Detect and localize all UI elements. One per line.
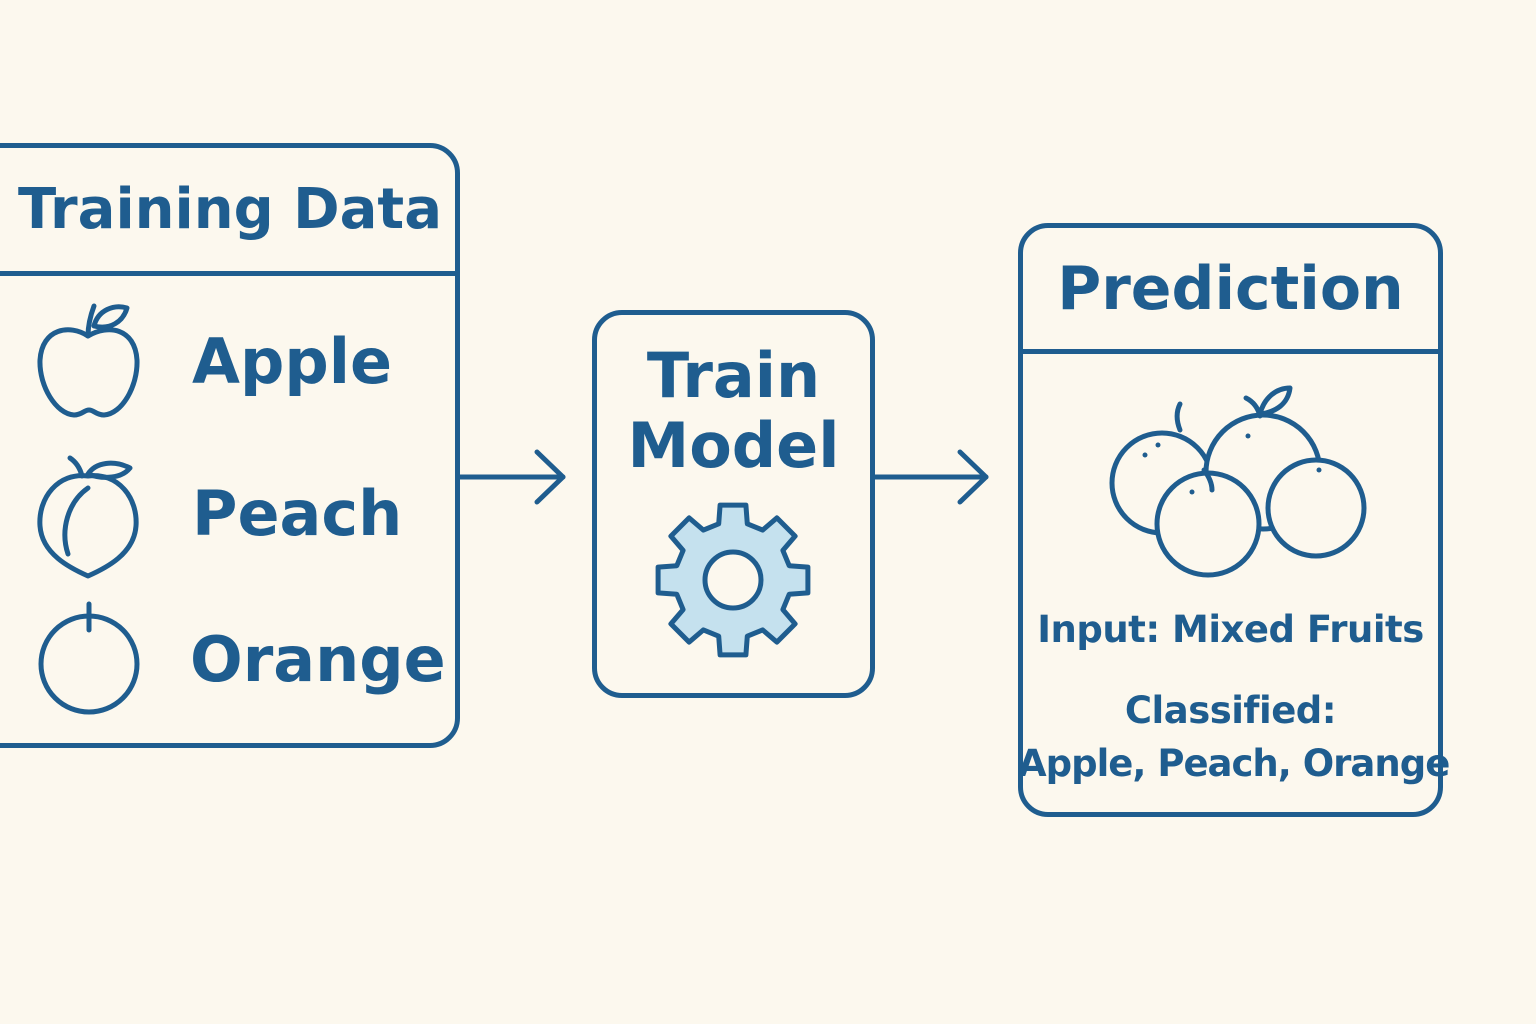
training-data-header: Training Data	[0, 148, 455, 276]
apple-icon	[37, 303, 140, 418]
train-model-box	[592, 310, 875, 698]
prediction-input-text: Input: Mixed Fruits	[1037, 608, 1424, 651]
prediction-title: Prediction	[1057, 253, 1404, 324]
prediction-classified-label: Classified:	[1124, 689, 1337, 732]
training-item-apple: Apple	[192, 325, 393, 398]
mixed-fruits-icon	[1109, 385, 1367, 578]
training-item-peach: Peach	[192, 477, 403, 550]
orange-icon	[38, 601, 140, 715]
peach-icon	[37, 455, 139, 579]
training-data-title: Training Data	[18, 177, 442, 242]
training-data-box: Training Data	[0, 143, 460, 748]
training-item-orange: Orange	[190, 623, 446, 696]
train-model-title-line2: Model	[627, 409, 840, 482]
prediction-classified-values: Apple, Peach, Orange	[1018, 742, 1450, 785]
train-model-title-line1: Train	[646, 339, 821, 412]
prediction-box: Prediction	[1018, 223, 1443, 817]
prediction-header: Prediction	[1023, 228, 1438, 354]
gear-icon	[655, 502, 811, 658]
